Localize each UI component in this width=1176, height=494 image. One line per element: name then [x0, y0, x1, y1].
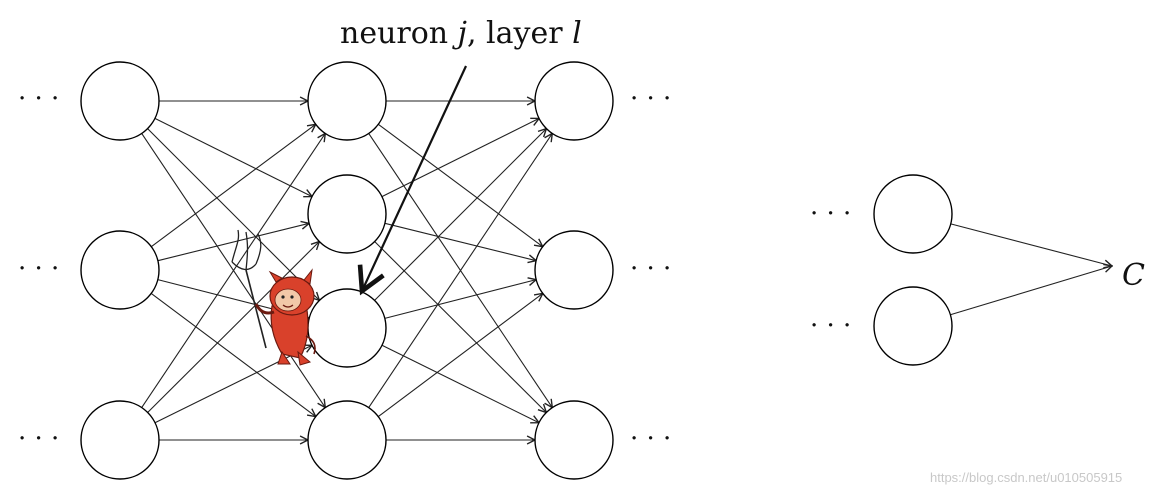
ellipsis-left-top: · · · — [18, 84, 59, 114]
annotation-middle: , layer — [467, 16, 572, 51]
edge-l1-3-to-l2-3 — [154, 345, 312, 424]
edge-l2-2-to-l3-3 — [374, 241, 547, 413]
neuron-layer2-2 — [307, 174, 387, 254]
neuron-j-layer-l — [307, 288, 387, 368]
edge-l2-4-to-l3-2 — [377, 293, 543, 418]
edge-l1-3-to-l2-1 — [141, 133, 326, 408]
neuron-layer1-2 — [80, 230, 160, 310]
cost-symbol: C — [1122, 258, 1145, 293]
neuron-layer1-1 — [80, 61, 160, 141]
annotation-pointer-arrow — [357, 65, 467, 296]
layer-index-symbol: l — [572, 16, 582, 51]
edge-output-2-to-cost — [950, 266, 1112, 316]
edge-output-1-to-cost — [950, 223, 1112, 266]
ellipsis-right-top: · · · — [630, 84, 671, 114]
output-neuron-1 — [873, 174, 953, 254]
edge-l1-1-to-l2-2 — [154, 117, 312, 196]
annotation-prefix: neuron — [340, 16, 458, 51]
output-neuron-2 — [873, 286, 953, 366]
edge-l2-2-to-l3-1 — [381, 118, 539, 198]
neuron-layer1-3 — [80, 400, 160, 480]
edge-l2-3-to-l3-2 — [384, 280, 536, 319]
neuron-layer3-3 — [534, 400, 614, 480]
connection-edges — [141, 101, 1112, 440]
neuron-nodes — [80, 61, 953, 480]
ellipsis-right-bottom: · · · — [630, 424, 671, 454]
edge-l1-2-to-l2-4 — [150, 292, 316, 416]
ellipsis-right-middle: · · · — [630, 254, 671, 284]
ellipsis-output-bottom: · · · — [810, 311, 851, 341]
demon-with-pitchfork-icon — [231, 229, 316, 366]
neuron-layer2-1 — [307, 61, 387, 141]
edge-l2-2-to-l3-2 — [384, 222, 536, 260]
ellipsis-left-middle: · · · — [18, 254, 59, 284]
neuron-layer2-4 — [307, 400, 387, 480]
edge-l1-1-to-l2-3 — [147, 128, 320, 301]
ellipsis-output-top: · · · — [810, 199, 851, 229]
neuron-layer3-2 — [534, 230, 614, 310]
watermark-text: https://blog.csdn.net/u010505915 — [930, 470, 1122, 485]
ellipsis-left-bottom: · · · — [18, 424, 59, 454]
neuron-layer3-1 — [534, 61, 614, 141]
edge-l1-2-to-l2-1 — [150, 124, 315, 248]
edge-l1-2-to-l2-2 — [157, 223, 309, 262]
neuron-annotation-label: neuron j, layer l — [340, 16, 582, 51]
edge-l2-1-to-l3-2 — [377, 123, 542, 246]
edge-l2-3-to-l3-3 — [381, 344, 539, 422]
edge-l1-3-to-l2-2 — [147, 242, 320, 413]
edge-l2-4-to-l3-1 — [368, 133, 553, 408]
edge-l2-3-to-l3-1 — [374, 129, 547, 301]
